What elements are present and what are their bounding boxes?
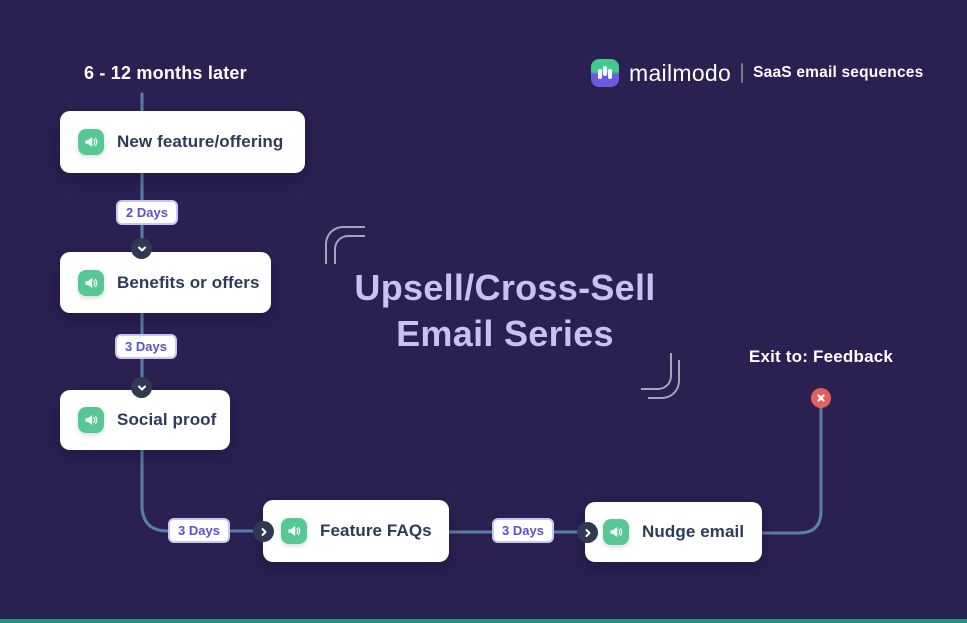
flow-card-social-proof: Social proof (60, 390, 230, 450)
page-title: Upsell/Cross-Sell Email Series (295, 265, 715, 357)
flow-card-nudge-email: Nudge email (585, 502, 762, 562)
exit-x-icon (811, 388, 831, 408)
brand-tagline: SaaS email sequences (753, 64, 924, 81)
megaphone-icon (78, 407, 104, 433)
corner-bracket-icon (641, 353, 672, 390)
exit-label: Exit to: Feedback (748, 347, 894, 366)
bottom-accent-strip (0, 619, 967, 623)
page-title-line2: Email Series (396, 313, 614, 354)
flow-card-label: Social proof (117, 410, 217, 429)
chevron-down-icon (131, 238, 152, 259)
brand-divider (741, 63, 744, 83)
megaphone-icon (78, 129, 104, 155)
flow-card-label: Feature FAQs (320, 521, 432, 540)
corner-bracket-icon (334, 235, 365, 264)
connector-nudge-to-exit (760, 402, 823, 535)
megaphone-icon (603, 519, 629, 545)
brand-header: mailmodo SaaS email sequences (591, 59, 923, 87)
flow-card-benefits: Benefits or offers (60, 252, 271, 313)
megaphone-icon (78, 269, 104, 296)
flow-card-new-feature: New feature/offering (60, 111, 305, 173)
chevron-down-icon (131, 377, 152, 398)
timeline-note: 6 - 12 months later (84, 63, 247, 83)
flow-card-feature-faqs: Feature FAQs (263, 500, 449, 562)
page-title-line1: Upsell/Cross-Sell (354, 267, 656, 308)
chevron-right-icon (253, 521, 274, 542)
connector-left-column (140, 92, 260, 533)
megaphone-icon (281, 518, 307, 544)
flow-card-label: New feature/offering (117, 132, 284, 151)
wait-badge: 3 Days (168, 518, 230, 543)
corner-bracket-icon (325, 226, 365, 264)
corner-bracket-icon (648, 360, 680, 399)
flow-card-label: Nudge email (642, 522, 745, 541)
chevron-right-icon (577, 522, 598, 543)
brand-name: mailmodo (629, 59, 732, 86)
wait-badge: 2 Days (116, 200, 178, 225)
mailmodo-logo-icon (591, 59, 619, 87)
flow-card-label: Benefits or offers (117, 272, 260, 292)
wait-badge: 3 Days (492, 518, 554, 543)
wait-badge: 3 Days (115, 334, 177, 359)
